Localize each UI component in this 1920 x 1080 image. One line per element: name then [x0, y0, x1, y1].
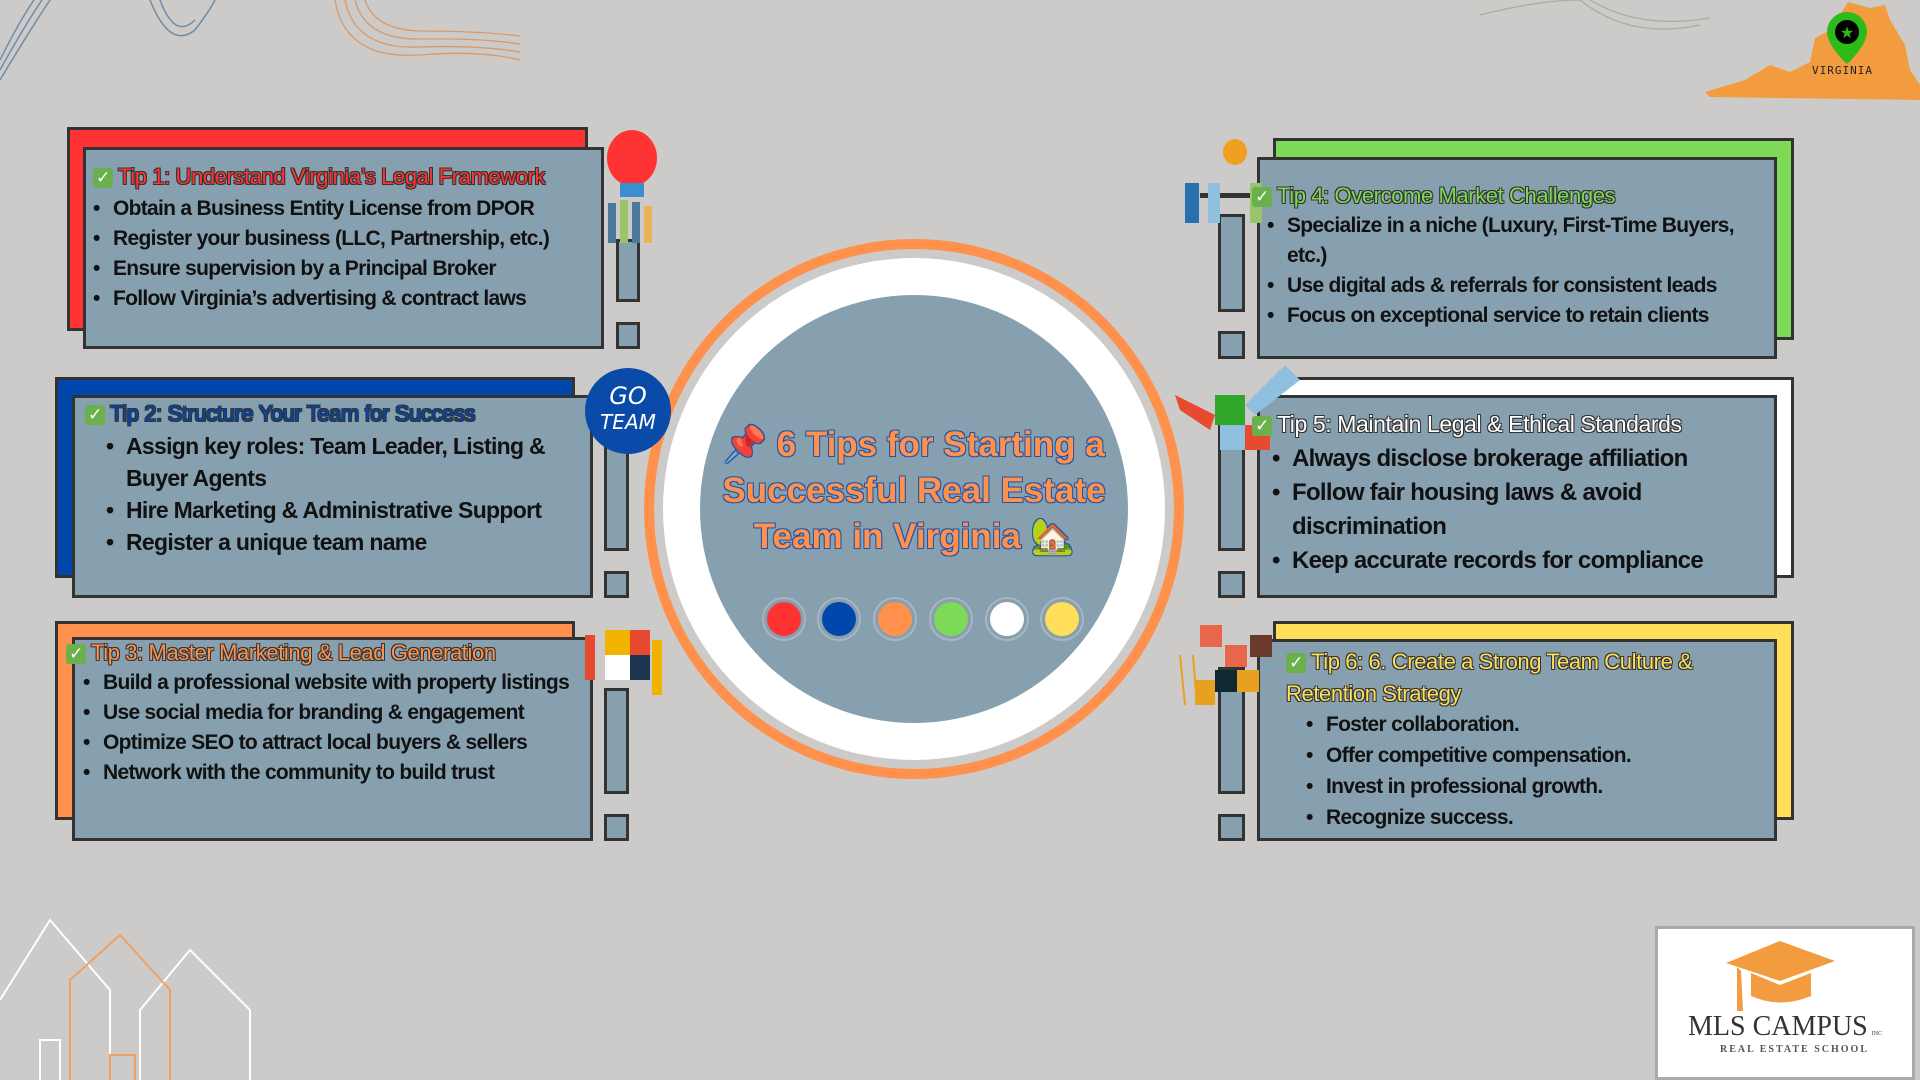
svg-text:★: ★ [1840, 25, 1854, 42]
checkmark-icon: ✓ [85, 405, 105, 425]
tip-bullet: Hire Marketing & Administrative Support [106, 494, 566, 526]
tip-bullet: Obtain a Business Entity License from DP… [93, 194, 549, 224]
lightbulb-team-illustration [607, 130, 657, 243]
color-dot-fill [878, 602, 912, 636]
puzzle-team-illustration [585, 630, 662, 695]
tip-bullet: Offer competitive compensation. [1306, 740, 1632, 771]
decor-block [616, 322, 640, 349]
tip-bullet: Follow fair housing laws & avoid discrim… [1272, 476, 1762, 544]
decor-block [1218, 331, 1245, 359]
house-outline-illustration [0, 918, 251, 1080]
tip-bullet: Assign key roles: Team Leader, Listing &… [106, 430, 566, 494]
tip-heading: ✓Tip 3: Master Marketing & Lead Generati… [66, 640, 496, 666]
tip-heading-text: Tip 3: Master Marketing & Lead Generatio… [91, 640, 496, 665]
decor-block [604, 571, 629, 598]
decor-block [604, 688, 629, 794]
badge-line-1: GO [609, 382, 647, 410]
graduation-cap-icon [1726, 941, 1835, 1011]
decor-block [1218, 214, 1245, 312]
pushpin-icon: 📌 [723, 425, 767, 464]
tip-bullet-list: Obtain a Business Entity License from DP… [93, 194, 550, 314]
tip-heading-text: Tip 1: Understand Virginia’s Legal Frame… [118, 164, 546, 189]
tip-bullet-list: Build a professional website with proper… [83, 668, 583, 788]
tip-bullet: Ensure supervision by a Principal Broker [93, 254, 549, 284]
color-dot [817, 597, 861, 641]
color-dot-fill [767, 602, 801, 636]
tip-heading-text: Tip 2: Structure Your Team for Success [110, 401, 476, 426]
main-title: 📌 6 Tips for Starting a Successful Real … [714, 422, 1114, 560]
color-dot-fill [934, 602, 968, 636]
tip-bullet: Foster collaboration. [1306, 709, 1631, 740]
tip-bullet: Invest in professional growth. [1306, 771, 1631, 802]
tip-heading: ✓Tip 1: Understand Virginia’s Legal Fram… [93, 164, 546, 190]
tip-bullet-list: Foster collaboration.Offer competitive c… [1306, 709, 1632, 833]
tip-bullet: Follow Virginia’s advertising & contract… [93, 284, 549, 314]
tip-bullet: Register your business (LLC, Partnership… [93, 224, 550, 254]
tip-heading: ✓Tip 4: Overcome Market Challenges [1252, 183, 1616, 209]
color-dot [873, 597, 917, 641]
puzzle-ladder-illustration [1179, 625, 1272, 705]
tip-bullet: Register a unique team name [106, 526, 566, 558]
tip-bullet: Recognize success. [1306, 802, 1631, 833]
checkmark-icon: ✓ [1286, 653, 1306, 673]
checkmark-icon: ✓ [66, 644, 86, 664]
logo-tagline: REAL ESTATE SCHOOL [1720, 1044, 1869, 1055]
tip-bullet: Focus on exceptional service to retain c… [1267, 301, 1767, 331]
decor-block [604, 444, 629, 551]
color-dot-fill [990, 602, 1024, 636]
decor-block [616, 239, 640, 302]
checkmark-icon: ✓ [93, 168, 113, 188]
logo-suffix: INC [1871, 1031, 1883, 1037]
tip-bullet: Use digital ads & referrals for consiste… [1267, 271, 1767, 301]
checkmark-icon: ✓ [1252, 416, 1272, 436]
main-title-text: 6 Tips for Starting a Successful Real Es… [722, 425, 1106, 556]
logo-name: MLS CAMPUS [1688, 1011, 1868, 1042]
tip-bullet: Keep accurate records for compliance [1272, 544, 1762, 578]
tip-bullet: Build a professional website with proper… [83, 668, 583, 698]
color-dot [1040, 597, 1084, 641]
virginia-state-icon: ★ [1705, 2, 1920, 100]
decor-block [1218, 571, 1245, 598]
decor-block [604, 814, 629, 841]
tip-heading-text: Tip 4: Overcome Market Challenges [1277, 183, 1616, 208]
tip-bullet-list: Specialize in a niche (Luxury, First-Tim… [1267, 211, 1767, 331]
puzzle-hands-illustration [1175, 365, 1300, 450]
color-dot [985, 597, 1029, 641]
map-label: VIRGINIA [1812, 64, 1873, 77]
decorative-wave-lines-right [1480, 0, 1711, 30]
color-dot [762, 597, 806, 641]
color-dot-fill [822, 602, 856, 636]
virginia-map: ★ VIRGINIA [1700, 0, 1920, 105]
tip-bullet: Network with the community to build trus… [83, 758, 583, 788]
color-dot-fill [1045, 602, 1079, 636]
tip-bullet-list: Always disclose brokerage affiliationFol… [1272, 442, 1762, 578]
tip-heading: ✓Tip 6: 6. Create a Strong Team Culture … [1286, 646, 1776, 710]
color-dot [929, 597, 973, 641]
tip-heading-text: Tip 6: 6. Create a Strong Team Culture &… [1286, 649, 1693, 706]
tip-bullet: Always disclose brokerage affiliation [1272, 442, 1762, 476]
tip-heading-text: Tip 5: Maintain Legal & Ethical Standard… [1277, 411, 1682, 437]
tip-bullet: Specialize in a niche (Luxury, First-Tim… [1267, 211, 1767, 271]
tip-bullet: Optimize SEO to attract local buyers & s… [83, 728, 583, 758]
tip-heading: ✓Tip 5: Maintain Legal & Ethical Standar… [1252, 411, 1682, 438]
decorative-wave-lines [0, 0, 521, 81]
checkmark-icon: ✓ [1252, 187, 1272, 207]
badge-line-2: TEAM [600, 410, 656, 434]
decor-block [1218, 814, 1245, 841]
tip-heading: ✓Tip 2: Structure Your Team for Success [85, 401, 476, 427]
tip-bullet-list: Assign key roles: Team Leader, Listing &… [106, 430, 566, 558]
house-icon: 🏡 [1030, 517, 1075, 556]
tip-bullet: Use social media for branding & engageme… [83, 698, 583, 728]
